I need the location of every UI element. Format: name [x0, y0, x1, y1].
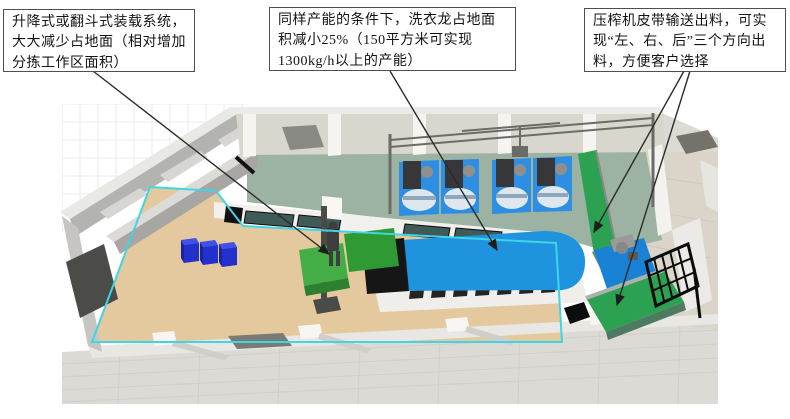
callout-loading-system-text: 升降式或翻斗式装载系统，大大减少占地面（相对增加分拣工作区面积） — [12, 15, 186, 71]
leader-press-conveyor-1 — [593, 70, 685, 234]
leader-loading-system — [92, 70, 331, 255]
callout-washer-footprint-text: 同样产能的条件下，洗衣龙占地面积减小25%（150平方米可实现1300kg/h以… — [278, 13, 496, 69]
cart — [219, 242, 237, 267]
dark-panel — [66, 244, 118, 318]
hopper-bin — [299, 243, 348, 286]
wall-vent — [282, 125, 324, 150]
dryer — [492, 158, 531, 214]
callout-press-output: 压榨机皮带输送出料，可实现“左、右、后”三个方向出料，方便客户选择 — [584, 8, 786, 72]
cart — [200, 240, 218, 265]
dryer — [441, 159, 479, 214]
sorting-area-outline — [90, 185, 564, 343]
right-room-mat — [676, 130, 718, 154]
left-walls — [60, 107, 263, 352]
callout-loading-system: 升降式或翻斗式装载系统，大大减少占地面（相对增加分拣工作区面积） — [3, 9, 195, 72]
callout-washer-footprint: 同样产能的条件下，洗衣龙占地面积减小25%（150平方米可实现1300kg/h以… — [269, 7, 516, 71]
leader-press-conveyor-2 — [615, 70, 691, 307]
callout-press-output-text: 压榨机皮带输送出料，可实现“左、右、后”三个方向出料，方便客户选择 — [593, 14, 767, 70]
laundry-carts — [181, 238, 237, 267]
dryer — [399, 160, 439, 216]
cart — [181, 238, 199, 263]
dryers — [399, 156, 572, 216]
safety-grid-panel — [644, 241, 702, 319]
tunnel-washer — [362, 231, 588, 312]
loading-hopper — [299, 206, 399, 314]
dryer — [533, 156, 572, 212]
back-wall — [230, 107, 666, 157]
leader-washer — [389, 70, 498, 252]
leader-lines — [92, 70, 691, 307]
